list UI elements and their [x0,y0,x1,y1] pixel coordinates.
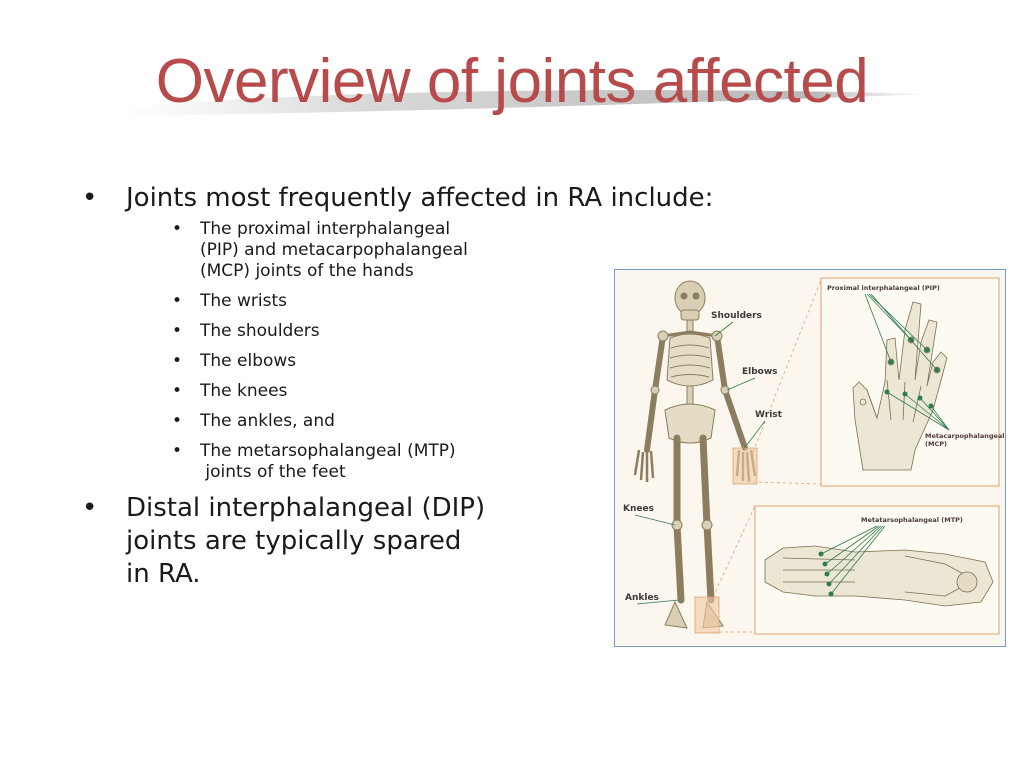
label-ankles: Ankles [625,593,659,603]
bullet-list: • Joints most frequently affected in RA … [82,182,782,591]
bullet-item: • Joints most frequently affected in RA … [82,182,782,215]
bullet-glyph: • [82,183,98,213]
label-shoulders: Shoulders [711,311,762,321]
label-mcp-line2: (MCP) [925,440,947,448]
sub-bullet-text: The ankles, and [200,411,335,431]
bullet-glyph: • [172,411,183,431]
skeleton [633,280,757,629]
title-shadow-swoosh [120,90,935,116]
bullet-item: • Distal interphalangeal (DIP) joints ar… [82,492,546,591]
foot-pointer-lines [820,525,886,595]
joints-illustration: Shoulders Elbows Wrist Knees Ankles Prox… [614,269,1006,647]
bullet-text: Joints most frequently affected in RA in… [126,183,714,213]
bullet-glyph: • [172,351,183,371]
sub-bullet-list: • The proximal interphalangeal (PIP) and… [82,219,782,483]
sub-bullet-item: • The elbows [172,351,510,372]
sub-bullet-item: • The knees [172,381,510,402]
bullet-glyph: • [172,441,183,461]
label-knees: Knees [623,504,654,514]
sub-bullet-text: The metarsophalangeal (MTP) [200,441,456,461]
label-mtp: Metatarsophalangeal (MTP) [861,516,963,524]
sub-bullet-text: (PIP) and metacarpophalangeal [200,240,468,260]
sub-bullet-item: • The metarsophalangeal (MTP) joints of … [172,441,510,483]
bullet-glyph: • [172,291,183,311]
sub-bullet-item: • The wrists [172,291,510,312]
sub-bullet-item: • The proximal interphalangeal (PIP) and… [172,219,510,282]
sub-bullet-item: • The ankles, and [172,411,510,432]
bullet-glyph: • [82,493,98,523]
bullet-text: in RA. [126,559,201,589]
label-pointers [634,321,766,605]
foot-inset: Metatarsophalangeal (MTP) [754,505,1000,635]
bullet-glyph: • [172,219,183,239]
label-mcp-line1: Metacarpophalangeal [925,432,1004,440]
skeleton-diagram: Shoulders Elbows Wrist Knees Ankles Prox… [623,277,1004,635]
sub-bullet-text: joints of the feet [200,462,346,482]
sub-bullet-item: • The shoulders [172,321,510,342]
sub-bullet-text: The shoulders [200,321,320,341]
bullet-glyph: • [172,381,183,401]
joint-highlights [694,447,758,634]
sub-bullet-text: The elbows [200,351,297,371]
hand-pointer-lines [864,293,950,431]
inset-connector-lines [712,279,822,633]
label-wrist: Wrist [755,410,783,420]
sub-bullet-text: (MCP) joints of the hands [200,261,414,281]
label-elbows: Elbows [742,367,778,377]
sub-bullet-text: The proximal interphalangeal [200,219,451,239]
bullet-glyph: • [172,321,183,341]
slide-title: Overview of joints affected [155,47,869,116]
bullet-text: Distal interphalangeal (DIP) [126,493,486,523]
joint-labels: Shoulders Elbows Wrist Knees Ankles [623,311,783,603]
foot-bones [764,545,994,607]
hand-inset: Proximal interphalangeal (PIP) [820,277,1004,487]
label-pip: Proximal interphalangeal (PIP) [827,284,940,292]
sub-bullet-text: The wrists [200,291,288,311]
sub-bullet-text: The knees [200,381,288,401]
bullet-text: joints are typically spared [126,526,462,556]
